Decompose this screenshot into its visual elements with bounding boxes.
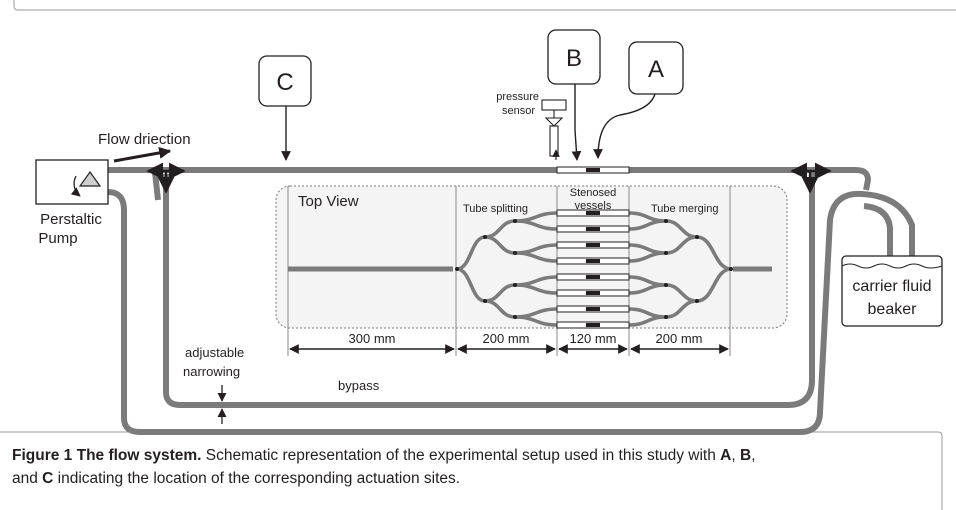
branch-tube-merge-l3-4 (665, 299, 698, 319)
branch-tube-split-l4-6 (514, 283, 558, 295)
branch-tube-merge-l4-8 (628, 315, 667, 327)
marker-a (593, 41, 684, 159)
branch-node-10 (664, 251, 668, 255)
carrier-fluid-beaker (841, 255, 943, 327)
beaker-inlet-tube (863, 203, 893, 258)
adjustable-label-line1: adjustable (185, 345, 244, 360)
branch-tube-merge-l4-2 (628, 219, 667, 231)
peristaltic-pump (35, 159, 109, 205)
branch-tubes (456, 211, 732, 327)
branch-node-12 (664, 283, 668, 287)
branch-node-9 (513, 251, 517, 255)
branch-tube-merge-l4-6 (628, 283, 667, 295)
tube-loop (100, 166, 915, 435)
stenosis-segment-main (556, 166, 630, 174)
flow-system-diagram: A B C pressure sensor Flow driection Per… (35, 29, 943, 435)
caption-text-1: Schematic representation of the experime… (201, 447, 721, 464)
branch-tube-split-l4-8 (514, 315, 558, 327)
branch-tube-split-l3-2 (484, 235, 516, 255)
return-tube-to-pump (152, 171, 161, 201)
caption-title: Figure 1 The flow system. (12, 447, 202, 464)
branch-node-11 (513, 283, 517, 287)
branch-tube-merge-2 (696, 267, 732, 303)
stenosis-3 (586, 243, 600, 247)
stenosed-label-line1: Stenosed (570, 187, 616, 199)
beaker-label-line1: carrier fluid (852, 278, 931, 295)
stenosis-5 (586, 275, 600, 279)
pressure-sensor-label-line2: sensor (502, 105, 535, 117)
stenosed-vessels (556, 209, 630, 329)
beaker-label-line2: beaker (868, 301, 918, 318)
branch-node-1 (455, 267, 459, 271)
branch-node-13 (513, 315, 517, 319)
branch-tube-split-2 (456, 267, 486, 303)
top-view-label: Top View (298, 193, 359, 210)
marker-a-label: A (648, 56, 664, 83)
pressure-sensor-icon (541, 99, 567, 160)
branch-node-8 (664, 219, 668, 223)
branch-node-5 (483, 299, 487, 303)
branch-nodes (455, 219, 733, 319)
bypass-label: bypass (338, 378, 380, 393)
caption-ref-c: C (42, 470, 54, 487)
branch-node-4 (695, 235, 699, 239)
tube-splitting-label: Tube splitting (463, 203, 528, 215)
pump-label-line1: Perstaltic (40, 211, 102, 228)
marker-c-label: C (276, 69, 293, 96)
outer-tube (107, 189, 915, 435)
pump-label-line2: Pump (38, 230, 77, 247)
valve-right (790, 162, 832, 194)
stenosed-label-line2: vessels (575, 200, 612, 212)
valve-left (146, 162, 186, 194)
tube-merging-label: Tube merging (651, 203, 718, 215)
caption-text-2: and (12, 470, 43, 487)
caption-text-3: indicating the location of the correspon… (53, 470, 461, 487)
stenosis-8 (586, 323, 600, 327)
marker-b (547, 29, 601, 161)
branch-node-2 (729, 267, 733, 271)
dimension-label-2: 200 mm (483, 331, 530, 346)
dimension-label-1: 300 mm (349, 331, 396, 346)
branch-tube-split-l4-4 (514, 251, 558, 263)
branch-node-6 (695, 299, 699, 303)
caption-ref-b: B (740, 447, 752, 464)
marker-c (258, 55, 312, 161)
dimension-label-3: 120 mm (570, 331, 617, 346)
stenosis-2 (586, 227, 600, 231)
stenosis-1 (586, 211, 600, 215)
stenosis-4 (586, 259, 600, 263)
caption-ref-a: A (720, 447, 732, 464)
marker-b-label: B (566, 45, 582, 72)
stenosis-7 (586, 307, 600, 311)
figure-caption: Figure 1 The flow system. Schematic repr… (12, 444, 942, 490)
flow-direction-label: Flow driection (98, 131, 191, 148)
caption-sep-2: , (751, 447, 756, 464)
bypass-tube (163, 172, 815, 408)
branch-node-7 (513, 219, 517, 223)
branch-tube-split-l4-2 (514, 219, 558, 231)
stenosis-6 (586, 291, 600, 295)
parallel-network (288, 209, 772, 329)
pump-rotor-icon (78, 170, 102, 187)
branch-tube-merge-l4-4 (628, 251, 667, 263)
adjustable-label-line2: narrowing (183, 364, 240, 379)
branch-node-3 (483, 235, 487, 239)
branch-tube-split-l3-4 (484, 299, 516, 319)
caption-sep-1: , (731, 447, 740, 464)
branch-tube-merge-l3-2 (665, 235, 698, 255)
flow-direction-arrow (113, 146, 172, 163)
dimension-label-4: 200 mm (656, 331, 703, 346)
branch-node-14 (664, 315, 668, 319)
pressure-sensor-label-line1: pressure (496, 91, 539, 103)
